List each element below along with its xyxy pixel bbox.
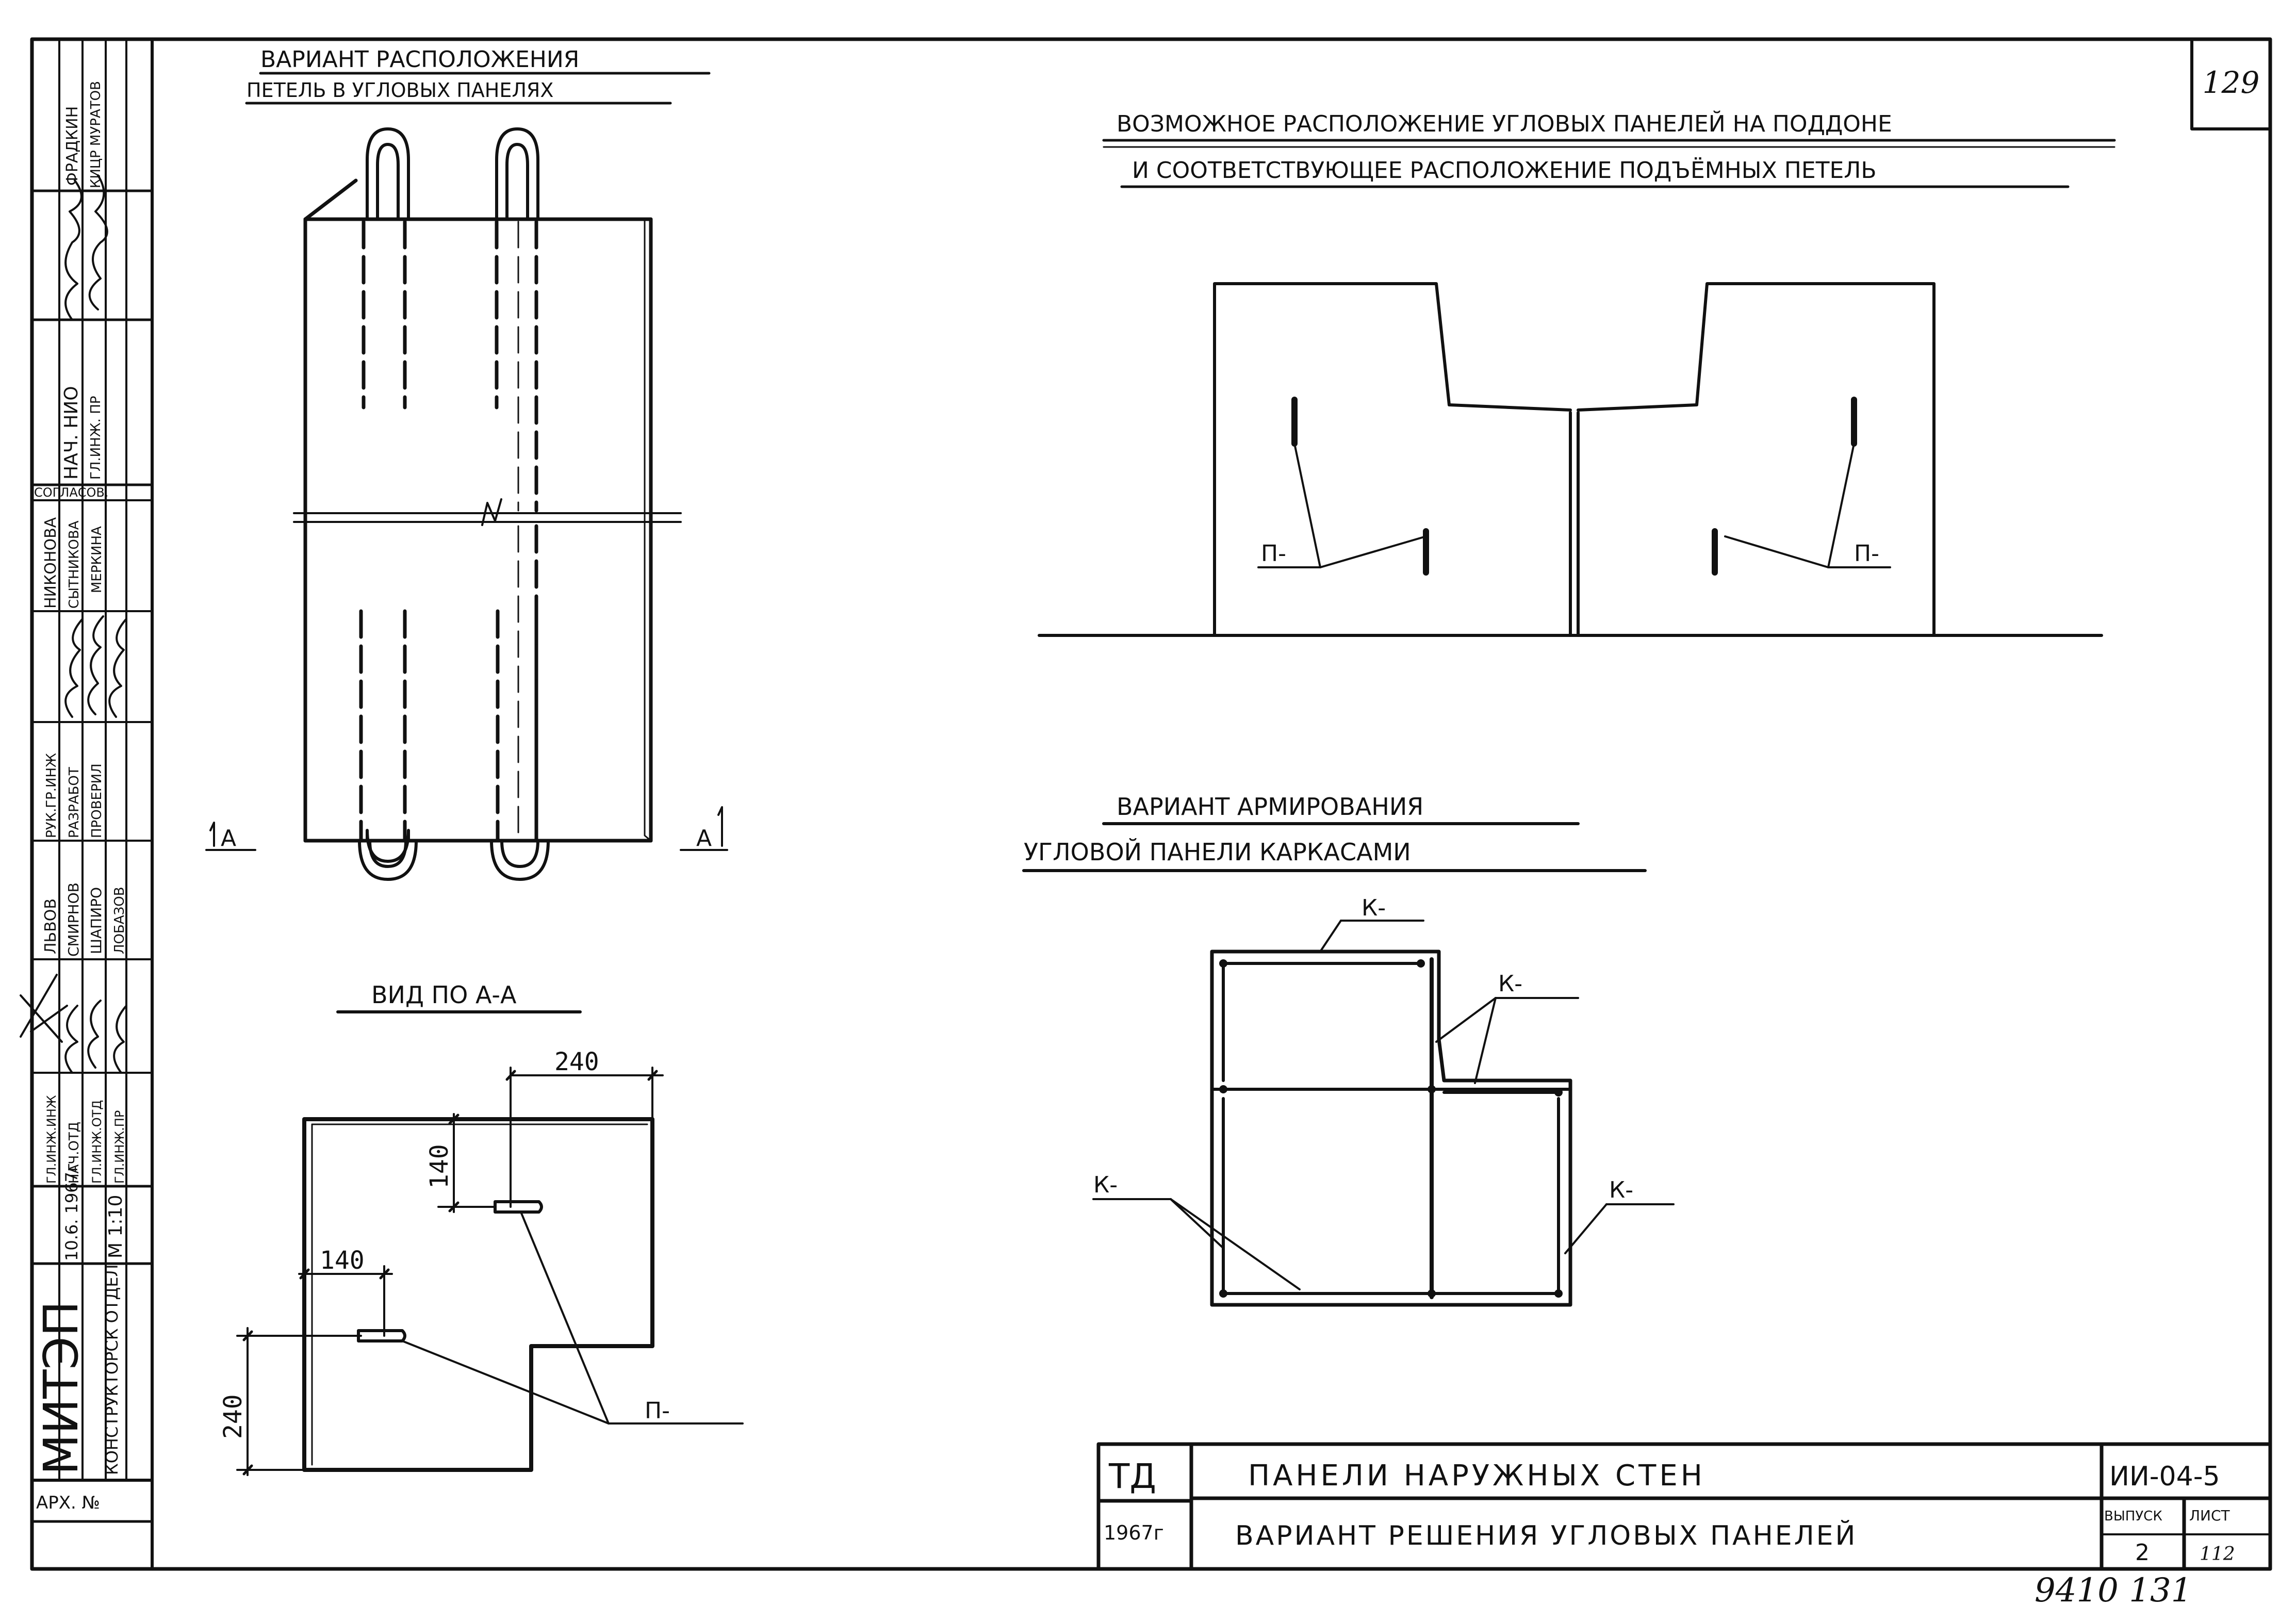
stamp-archive: АРХ. №: [36, 1493, 100, 1513]
stamp-razrabotal: РАЗРАБОТ: [67, 767, 82, 838]
stamp-date: 10.6. 1967г: [62, 1163, 81, 1261]
title-block: ТД 1967г ПАНЕЛИ НАРУЖНЫХ СТЕН ВАРИАНТ РЕ…: [1096, 1442, 2272, 1610]
pallet-title-line1: ВОЗМОЖНОЕ РАСПОЛОЖЕНИЕ УГЛОВЫХ ПАНЕЛЕЙ Н…: [1117, 110, 1892, 137]
loops-layout-drawing: ВАРИАНТ РАСПОЛОЖЕНИЯ ПЕТЕЛЬ В УГЛОВЫХ ПА…: [205, 46, 728, 881]
tb-series: ТД: [1108, 1456, 1156, 1496]
pallet-arrangement-drawing: ВОЗМОЖНОЕ РАСПОЛОЖЕНИЕ УГЛОВЫХ ПАНЕЛЕЙ Н…: [1038, 110, 2116, 637]
section-mark-left: A: [205, 822, 256, 852]
frame-label-left: К-: [1093, 1172, 1118, 1198]
stamp-merkina: МЕРКИНА: [89, 526, 105, 593]
dim-240-left: 240: [219, 1394, 248, 1439]
pallet-loop-label-left: П-: [1261, 541, 1286, 567]
stamp-sytnikova: СЫТНИКОВА: [67, 520, 82, 609]
tb-year: 1967г: [1104, 1521, 1164, 1544]
stamp-nach-otd: НАЧ.ОТД: [67, 1122, 82, 1184]
reinforcement-drawing: ВАРИАНТ АРМИРОВАНИЯ УГЛОВОЙ ПАНЕЛИ КАРКА…: [1022, 793, 1675, 1307]
tb-name: ПАНЕЛИ НАРУЖНЫХ СТЕН: [1248, 1459, 1705, 1493]
tb-subtitle: ВАРИАНТ РЕШЕНИЯ УГЛОВЫХ ПАНЕЛЕЙ: [1235, 1520, 1857, 1551]
stamp-org: МИТЭП: [34, 1301, 89, 1475]
pallet-title-line2: И СООТВЕТСТВУЮЩЕЕ РАСПОЛОЖЕНИЕ ПОДЪЁМНЫХ…: [1132, 157, 1877, 184]
dim-240-top: 240: [554, 1047, 599, 1076]
frame-label-right: К-: [1609, 1177, 1633, 1203]
frame-label-top: К-: [1362, 895, 1386, 921]
stamp-nikonova: НИКОНОВА: [42, 517, 60, 609]
tb-issue: 2: [2135, 1540, 2150, 1566]
stamp-dept: КОНСТРУКТОРСК ОТДЕЛ: [102, 1264, 122, 1475]
stamp-scale: М 1:10: [105, 1195, 126, 1258]
stamp-ruk-gr-inzh: РУК.ГР.ИНЖ: [44, 753, 59, 838]
reinf-title-line1: ВАРИАНТ АРМИРОВАНИЯ: [1117, 793, 1423, 821]
svg-text:A: A: [221, 825, 236, 852]
stamp-muratov: КИЦР МУРАТОВ: [88, 81, 104, 188]
frame-nodes: [1219, 959, 1563, 1298]
sheet-frame: [30, 37, 2272, 1571]
stamp-fradkin: ФРАДКИН: [63, 106, 81, 186]
pallet-loop-label-right: П-: [1854, 541, 1879, 567]
tb-sheet: 112: [2200, 1544, 2235, 1565]
tb-sheet-label: ЛИСТ: [2189, 1507, 2231, 1524]
svg-text:A: A: [696, 825, 712, 852]
stamp-nach-nio: НАЧ. НИО: [61, 386, 82, 480]
stamp-agreed: СОГЛАСОВ.: [34, 485, 109, 500]
dim-140-top: 140: [425, 1144, 454, 1189]
view-title: ВИД ПО А-А: [371, 981, 517, 1009]
reinf-title-line2: УГЛОВОЙ ПАНЕЛИ КАРКАСАМИ: [1024, 838, 1411, 866]
sheet-number-box: 129: [2190, 38, 2272, 130]
stamp-lobazov: ЛОБАЗОВ: [112, 887, 127, 954]
view-a-a-drawing: ВИД ПО А-А 240: [219, 981, 744, 1476]
dim-140-left: 140: [320, 1246, 365, 1275]
view-loop-label: П-: [645, 1398, 670, 1424]
side-stamp: ФРАДКИН КИЦР МУРАТОВ НАЧ. НИО ГЛ.ИНЖ. ПР…: [20, 38, 154, 1523]
tb-issue-label: ВЫПУСК: [2104, 1509, 2162, 1524]
stamp-proveril: ПРОВЕРИЛ: [89, 763, 105, 838]
stamp-gl-inzh-inzh: ГЛ.ИНЖ.ИНЖ: [44, 1095, 59, 1184]
stamp-gl-inzh-pr-2: ГЛ.ИНЖ.ПР: [112, 1110, 127, 1184]
sheet-number: 129: [2203, 65, 2260, 100]
stamp-smirnov: СМИРНОВ: [65, 882, 82, 957]
stamp-shapiro: ШАПИРО: [88, 887, 105, 954]
stamp-lvov: ЛЬВОВ: [42, 898, 60, 954]
frame-label-right-top: К-: [1498, 971, 1522, 997]
stamp-gl-inzh-pr: ГЛ.ИНЖ. ПР: [88, 396, 104, 480]
tb-code: ИИ-04-5: [2109, 1461, 2220, 1492]
footer-number: 9410 131: [2035, 1571, 2192, 1610]
loops-title-line1: ВАРИАНТ РАСПОЛОЖЕНИЯ: [260, 46, 579, 73]
section-mark-right: A: [680, 806, 728, 852]
stamp-signatures: [20, 174, 127, 1074]
stamp-gl-inzh-otd: ГЛ.ИНЖ.ОТД: [90, 1100, 104, 1184]
loops-title-line2: ПЕТЕЛЬ В УГЛОВЫХ ПАНЕЛЯХ: [247, 79, 553, 102]
